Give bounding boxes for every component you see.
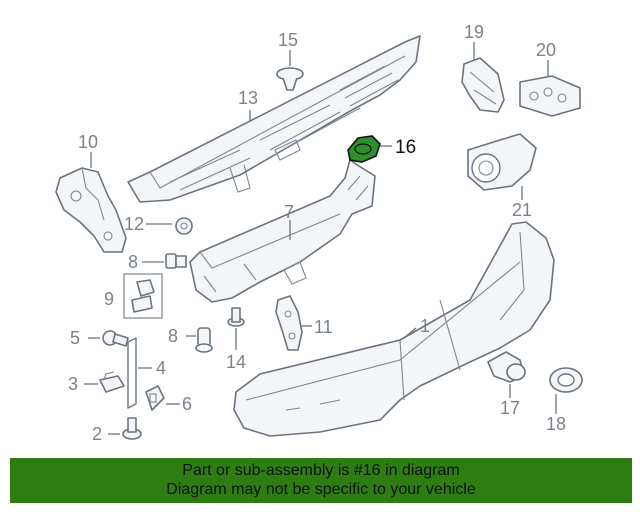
part-10-bracket[interactable] bbox=[55, 167, 127, 253]
callout-11: 11 bbox=[314, 317, 333, 337]
callout-15: 15 bbox=[278, 30, 298, 50]
callout-14: 14 bbox=[226, 352, 246, 372]
callout-18: 18 bbox=[546, 414, 566, 434]
banner-line-1: Part or sub-assembly is #16 in diagram bbox=[182, 462, 460, 479]
part-3-clip[interactable] bbox=[99, 371, 125, 393]
callout-12: 12 bbox=[124, 214, 144, 234]
part-4-bracket-strip[interactable] bbox=[127, 337, 137, 409]
leader-lines bbox=[84, 42, 557, 435]
callout-10: 10 bbox=[78, 132, 98, 152]
part-7-hitch[interactable] bbox=[189, 159, 376, 303]
callout-1: 1 bbox=[420, 316, 430, 336]
part-5-bolt[interactable] bbox=[102, 330, 129, 347]
callout-3: 3 bbox=[68, 374, 78, 394]
part-21-connector[interactable] bbox=[467, 133, 537, 191]
callout-labels: 1 2 3 4 5 6 7 8 8 9 10 11 12 13 14 15 16… bbox=[68, 22, 566, 444]
part-13-step-pad[interactable] bbox=[127, 35, 421, 203]
part-14-bolt[interactable] bbox=[227, 307, 245, 327]
part-1-bumper[interactable] bbox=[233, 221, 555, 437]
callout-8-upper: 8 bbox=[128, 252, 138, 272]
part-8-bolt-lower[interactable] bbox=[195, 327, 213, 353]
callout-16: 16 bbox=[395, 137, 416, 158]
banner-line-2: Diagram may not be specific to your vehi… bbox=[166, 481, 476, 498]
part-11-bracket[interactable] bbox=[275, 295, 303, 351]
callout-2: 2 bbox=[92, 424, 102, 444]
part-16-highlighted[interactable] bbox=[347, 135, 381, 163]
part-9-clip-nut[interactable] bbox=[123, 273, 163, 319]
part-12-nut[interactable] bbox=[175, 217, 193, 235]
part-20-socket-housing[interactable] bbox=[519, 75, 581, 117]
part-17-sensor[interactable] bbox=[487, 351, 526, 383]
callout-19: 19 bbox=[464, 22, 484, 42]
callout-13: 13 bbox=[238, 88, 258, 108]
callout-21: 21 bbox=[512, 200, 532, 220]
info-banner: Part or sub-assembly is #16 in diagram D… bbox=[10, 458, 632, 503]
part-19-bracket[interactable] bbox=[461, 57, 505, 113]
callout-6: 6 bbox=[182, 394, 192, 414]
part-18-retainer[interactable] bbox=[549, 367, 583, 393]
part-6-clip[interactable] bbox=[145, 385, 165, 411]
callout-9: 9 bbox=[104, 289, 114, 309]
callout-17: 17 bbox=[500, 398, 520, 418]
callout-4: 4 bbox=[156, 358, 166, 378]
callout-20: 20 bbox=[536, 40, 556, 60]
part-8-bolt-upper[interactable] bbox=[165, 253, 187, 269]
callout-8-lower: 8 bbox=[168, 326, 178, 346]
part-15-push-pin[interactable] bbox=[276, 67, 304, 91]
callout-5: 5 bbox=[70, 328, 80, 348]
part-2-bolt[interactable] bbox=[122, 417, 142, 440]
callout-7: 7 bbox=[284, 202, 294, 222]
